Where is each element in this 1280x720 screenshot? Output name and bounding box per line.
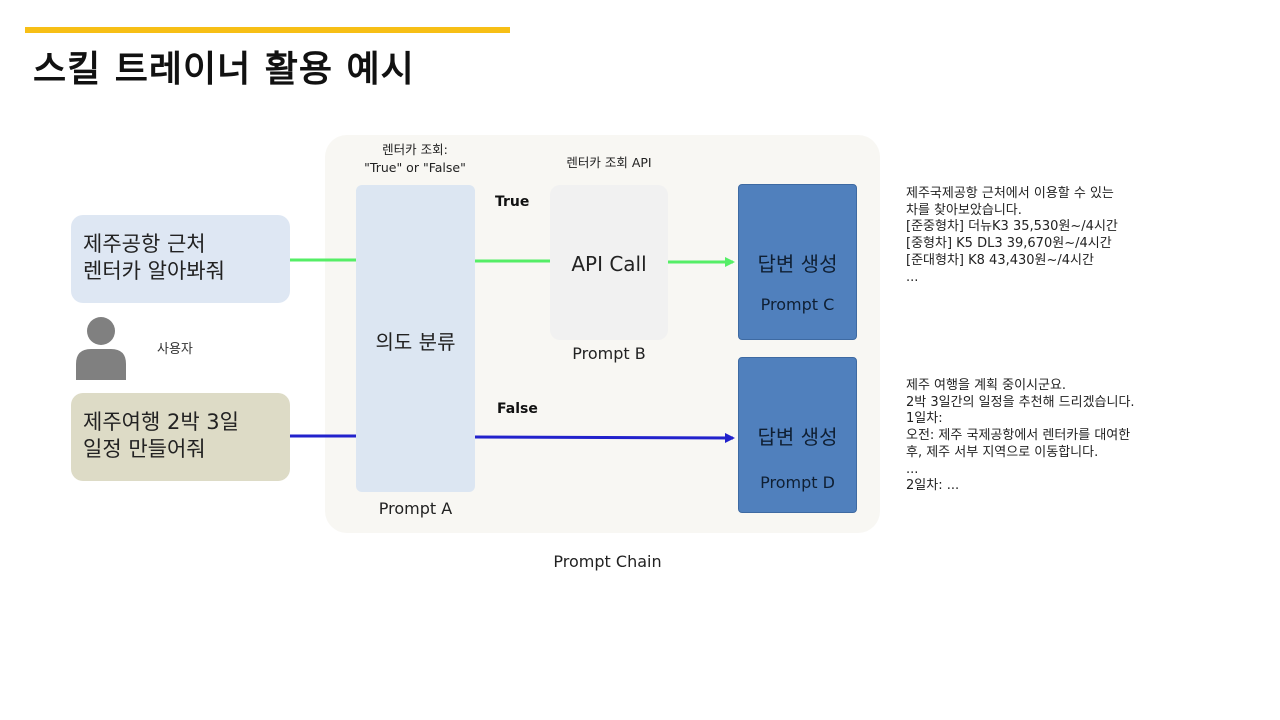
response-itinerary-line: 2박 3일간의 일정을 추천해 드리겠습니다. (906, 394, 1135, 410)
intent-condition-line-1: 렌터카 조회: (382, 142, 448, 157)
response-itinerary-line: 1일차: (906, 411, 943, 427)
answer-generation-c-box (738, 184, 857, 340)
response-rentcar-line: [중형차] K5 DL3 39,670원~/4시간 (906, 236, 1112, 252)
prompt-c-label: Prompt C (760, 295, 835, 314)
false-path-intent-to-answer (474, 432, 735, 443)
user-query-itinerary-line-1: 제주여행 2박 3일 (83, 410, 239, 434)
prompt-chain-label: Prompt Chain (553, 552, 662, 571)
intent-condition-label: 렌터카 조회: "True" or "False" (340, 141, 490, 177)
false-branch-label: False (497, 401, 538, 417)
slide-title: 스킬 트레이너 활용 예시 (33, 49, 415, 90)
user-query-rentcar-line-2: 렌터카 알아봐줘 (83, 259, 225, 283)
response-itinerary-line: 후, 제주 서부 지역으로 이동합니다. (906, 444, 1099, 460)
response-rentcar-line: ... (906, 269, 919, 285)
answer-generation-d-box (738, 357, 857, 513)
prompt-d-label: Prompt D (760, 473, 835, 492)
prompt-b-label: Prompt B (572, 344, 646, 363)
user-label: 사용자 (157, 342, 193, 357)
title-accent-bar (25, 27, 510, 33)
response-itinerary-line: 오전: 제주 국제공항에서 렌터카를 대여한 (906, 428, 1131, 444)
api-call-box (550, 185, 668, 340)
intent-condition-line-2: "True" or "False" (364, 160, 466, 175)
true-branch-label: True (495, 194, 530, 210)
user-query-rentcar: 제주공항 근처 렌터카 알아봐줘 (71, 215, 290, 303)
response-rentcar: 제주국제공항 근처에서 이용할 수 있는 차를 찾아보았습니다. [준중형차] … (906, 186, 1118, 286)
response-rentcar-line: [준중형차] 더뉴K3 35,530원~/4시간 (906, 219, 1118, 235)
intent-classification-text: 의도 분류 (375, 330, 456, 354)
response-rentcar-line: 차를 찾아보았습니다. (906, 202, 1022, 218)
api-name-label: 렌터카 조회 API (566, 155, 652, 170)
response-rentcar-line: [준대형차] K8 43,430원~/4시간 (906, 252, 1094, 268)
user-query-rentcar-line-1: 제주공항 근처 (83, 232, 206, 256)
response-itinerary: 제주 여행을 계획 중이시군요. 2박 3일간의 일정을 추천해 드리겠습니다.… (906, 378, 1135, 495)
prompt-a-label: Prompt A (378, 499, 453, 518)
response-itinerary-line: ... (906, 461, 919, 477)
response-itinerary-line: 제주 여행을 계획 중이시군요. (906, 378, 1067, 393)
response-rentcar-line: 제주국제공항 근처에서 이용할 수 있는 (906, 186, 1114, 201)
api-call-text: API Call (571, 252, 647, 276)
user-query-itinerary: 제주여행 2박 3일 일정 만들어줘 (71, 393, 290, 481)
response-itinerary-line: 2일차: ... (906, 478, 960, 494)
answer-generation-c-text: 답변 생성 (757, 252, 838, 276)
answer-generation-d-text: 답변 생성 (757, 425, 838, 449)
user-query-itinerary-line-2: 일정 만들어줘 (83, 437, 206, 461)
person-icon (76, 317, 126, 380)
intent-classification-box (356, 185, 475, 492)
